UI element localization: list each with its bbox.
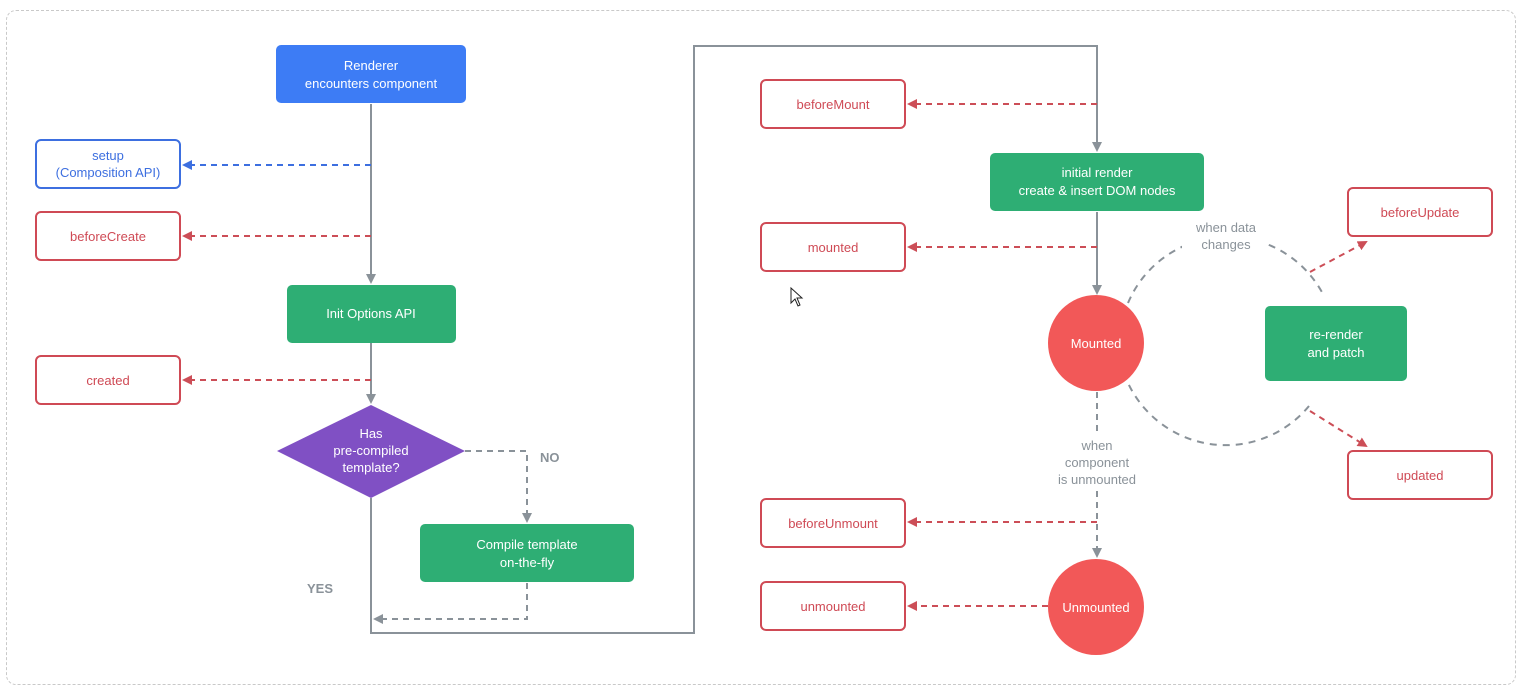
node-rerender: re-render and patch [1265,306,1407,381]
label-no: NO [540,450,560,465]
hook-before-update-label: beforeUpdate [1381,205,1460,220]
hook-setup-line-2: (Composition API) [56,165,161,180]
node-rerender-line-1: re-render [1309,327,1363,342]
label-when-data-changes: when data changes [1182,217,1268,253]
node-init-options: Init Options API [287,285,456,343]
node-initial-render-line-1: initial render [1062,165,1133,180]
label-when-unmounted: when component is unmounted [1050,436,1146,490]
hook-before-unmount: beforeUnmount [760,498,906,548]
hook-mounted: mounted [760,222,906,272]
node-init-options-label: Init Options API [326,306,416,321]
label-when-data-changes-line-1: when data [1195,220,1257,235]
node-rerender-line-2: and patch [1307,345,1364,360]
mouse-cursor-icon [790,286,804,307]
hook-updated: updated [1347,450,1493,500]
node-has-template-line-3: template? [342,460,399,475]
hook-before-update: beforeUpdate [1347,187,1493,237]
hook-unmounted: unmounted [760,581,906,631]
state-unmounted: Unmounted [1048,559,1144,655]
node-has-template-line-1: Has [359,426,383,441]
label-when-data-changes-line-2: changes [1201,237,1251,252]
node-compile-line-2: on-the-fly [500,555,555,570]
node-renderer-line-1: Renderer [344,58,399,73]
node-renderer: Renderer encounters component [276,45,466,103]
node-compile-line-1: Compile template [476,537,577,552]
hook-created: created [35,355,181,405]
hook-before-create-label: beforeCreate [70,229,146,244]
hook-before-unmount-label: beforeUnmount [788,516,878,531]
hook-before-mount: beforeMount [760,79,906,129]
hook-created-label: created [86,373,129,388]
hook-unmounted-label: unmounted [800,599,865,614]
update-loop-lower [1127,382,1310,447]
flow-no-to-compile [465,450,532,523]
hook-mounted-label: mounted [808,240,859,255]
connectors [182,45,1368,634]
flow-compile-to-yes-line [373,583,528,624]
node-has-template: Has pre-compiled template? [277,405,465,498]
node-initial-render-line-2: create & insert DOM nodes [1019,183,1176,198]
node-initial-render: initial render create & insert DOM nodes [990,153,1204,211]
hook-arrow-before-update [1309,241,1368,273]
flow-yes-to-mount [370,45,1102,634]
node-compile-template: Compile template on-the-fly [420,524,634,582]
hook-before-mount-label: beforeMount [797,97,870,112]
hook-setup: setup (Composition API) [35,139,181,189]
state-mounted: Mounted [1048,295,1144,391]
hook-arrow-updated [1309,410,1368,448]
state-mounted-label: Mounted [1071,336,1122,351]
label-when-unmounted-line-3: is unmounted [1058,472,1136,487]
node-has-template-line-2: pre-compiled [333,443,408,458]
hook-updated-label: updated [1397,468,1444,483]
state-unmounted-label: Unmounted [1062,600,1129,615]
hook-before-create: beforeCreate [35,211,181,261]
label-when-unmounted-line-2: component [1065,455,1130,470]
label-yes: YES [307,581,333,596]
diagram-frame [6,10,1516,685]
node-renderer-line-2: encounters component [305,76,438,91]
label-when-unmounted-line-1: when [1080,438,1112,453]
hook-setup-line-1: setup [92,148,124,163]
